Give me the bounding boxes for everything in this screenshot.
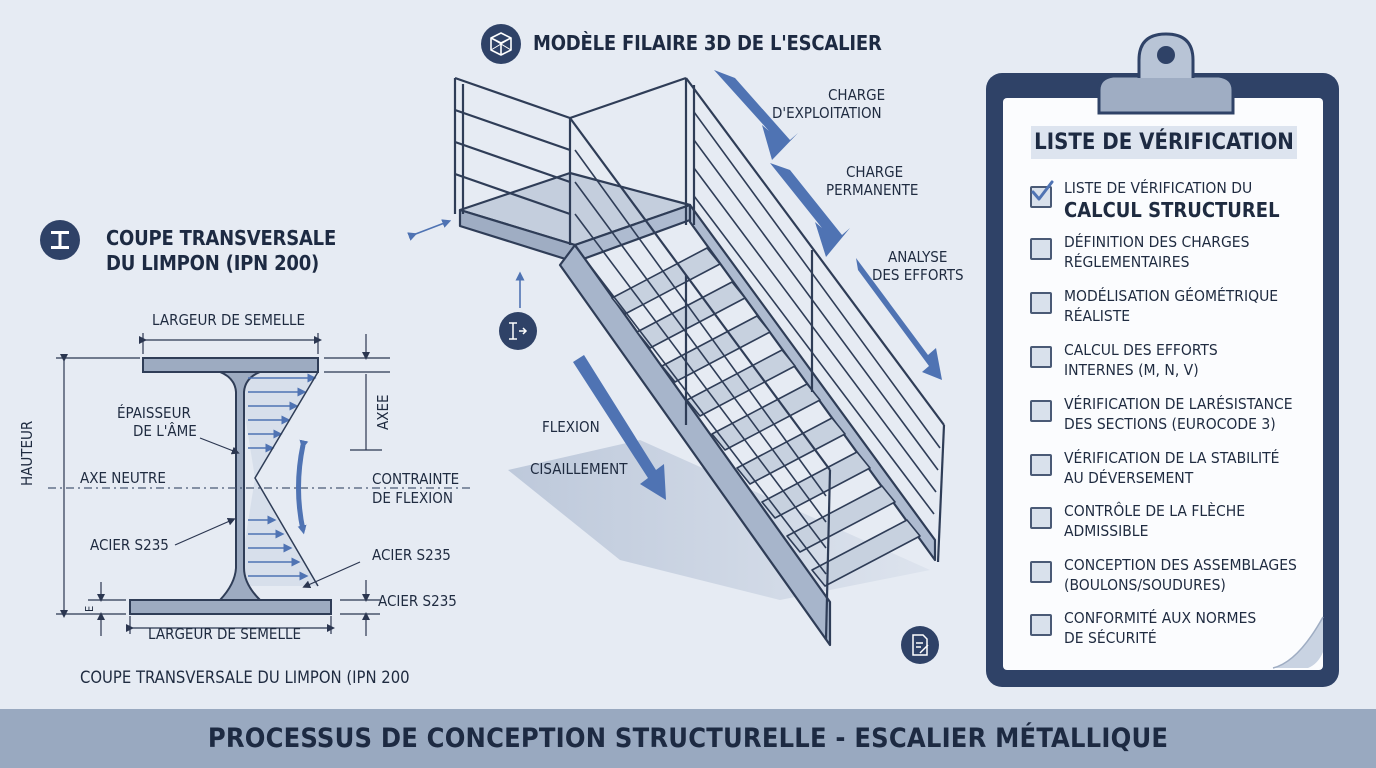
checkbox-unchecked[interactable] (1030, 238, 1052, 260)
footer-banner: PROCESSUS DE CONCEPTION STRUCTURELLE - E… (0, 709, 1376, 768)
i-beam-section (48, 357, 470, 615)
label-axe-neutre: AXE NEUTRE (80, 469, 166, 487)
checklist-item-line-1: CONTRÔLE DE LA FLÈCHE (1064, 502, 1246, 520)
arrow-charge-exploitation (714, 70, 798, 160)
check-icon (1031, 180, 1054, 201)
checklist-item-line-2: DES SECTIONS (EUROCODE 3) (1064, 415, 1276, 433)
label-charge-permanente-2: PERMANENTE (826, 181, 919, 199)
checklist-item[interactable]: DÉFINITION DES CHARGES RÉGLEMENTAIRES (1030, 232, 1320, 280)
checklist-item[interactable]: VÉRIFICATION DE LA STABILITÉ AU DÉVERSEME… (1030, 448, 1320, 496)
checklist-item-line-2: RÉALISTE (1064, 307, 1131, 325)
label-flexion: FLEXION (542, 418, 600, 436)
checklist-item[interactable]: CONTRÔLE DE LA FLÈCHE ADMISSIBLE (1030, 501, 1320, 549)
label-analyse-1: ANALYSE (888, 248, 948, 266)
section-dimensions (56, 333, 390, 636)
section-title-line-1: COUPE TRANSVERSALE (106, 226, 337, 250)
checklist-item[interactable]: CONFORMITÉ AUX NORMES DE SÉCURITÉ (1030, 608, 1320, 656)
checklist-item[interactable]: CALCUL DES EFFORTS INTERNES (M, N, V) (1030, 340, 1320, 388)
checklist-item-line-2: CALCUL STRUCTUREL (1064, 198, 1280, 222)
label-contrainte-1: CONTRAINTE (372, 470, 460, 488)
page-curl (1272, 616, 1324, 669)
beam-node-icon (509, 322, 528, 340)
label-largeur-top: LARGEUR DE SEMELLE (152, 311, 306, 329)
checklist-item-text: VÉRIFICATION DE LA STABILITÉ AU DÉVERSEME… (1064, 448, 1279, 488)
arrow-analyse-efforts (856, 258, 942, 380)
checklist-item-text: CONTRÔLE DE LA FLÈCHE ADMISSIBLE (1064, 501, 1245, 541)
checkbox-unchecked[interactable] (1030, 292, 1052, 314)
checkbox-unchecked[interactable] (1030, 614, 1052, 636)
checklist-item[interactable]: MODÉLISATION GÉOMÉTRIQUE RÉALISTE (1030, 286, 1320, 334)
label-epaisseur-2: DE L'ÂME (133, 422, 197, 440)
checklist-item-line-1: VÉRIFICATION DE LA STABILITÉ (1064, 449, 1280, 467)
section-title-line-2: DU LIMPON (IPN 200) (106, 251, 320, 275)
label-analyse-2: DES EFFORTS (872, 266, 964, 284)
checklist-item-line-1: DÉFINITION DES CHARGES (1064, 233, 1250, 251)
clipboard-clip-icon (1097, 32, 1235, 115)
label-hauteur: HAUTEUR (18, 420, 36, 486)
label-e: E (83, 605, 96, 612)
landing-dimensions (407, 219, 525, 308)
label-axee: AXEE (374, 394, 392, 430)
clipboard-paper (1003, 98, 1323, 670)
checklist-item-text: CONCEPTION DES ASSEMBLAGES (BOULONS/SOUDU… (1064, 555, 1297, 595)
checklist-title: LISTE DE VÉRIFICATION (1031, 126, 1297, 159)
floor-shadow (508, 440, 930, 600)
checklist-item-line-1: CALCUL DES EFFORTS (1064, 341, 1218, 359)
label-contrainte-2: DE FLEXION (372, 489, 453, 507)
report-badge (901, 626, 939, 664)
wireframe-title: MODÈLE FILAIRE 3D DE L'ESCALIER (533, 31, 882, 55)
node-detail-badge (499, 312, 537, 350)
checklist-item-text: DÉFINITION DES CHARGES RÉGLEMENTAIRES (1064, 232, 1249, 272)
cube-wireframe-badge (481, 24, 521, 64)
checklist-item[interactable]: VÉRIFICATION DE LARÉSISTANCE DES SECTIONS… (1030, 394, 1320, 442)
label-cisaillement: CISAILLEMENT (530, 460, 628, 478)
checklist-item-line-2: (BOULONS/SOUDURES) (1064, 576, 1226, 594)
checklist-item-line-1: LISTE DE VÉRIFICATION DU (1064, 179, 1253, 197)
label-charge-exploitation-1: CHARGE (828, 86, 886, 104)
checklist-item-text: MODÉLISATION GÉOMÉTRIQUE RÉALISTE (1064, 286, 1278, 326)
checklist-item-line-2: DE SÉCURITÉ (1064, 629, 1157, 647)
label-epaisseur-1: ÉPAISSEUR (117, 404, 191, 422)
stair-wireframe (453, 76, 946, 647)
checklist-item-line-1: CONFORMITÉ AUX NORMES (1064, 609, 1257, 627)
label-largeur-bottom: LARGEUR DE SEMELLE (148, 625, 302, 643)
checklist-item-line-1: VÉRIFICATION DE LARÉSISTANCE (1064, 395, 1293, 413)
document-edit-icon (912, 634, 929, 656)
checklist-item-text: VÉRIFICATION DE LARÉSISTANCE DES SECTIONS… (1064, 394, 1293, 434)
checklist-item-line-2: RÉGLEMENTAIRES (1064, 253, 1190, 271)
checkbox-unchecked[interactable] (1030, 400, 1052, 422)
checkbox-unchecked[interactable] (1030, 507, 1052, 529)
footer-title: PROCESSUS DE CONCEPTION STRUCTURELLE - E… (207, 723, 1169, 754)
checkbox-unchecked[interactable] (1030, 561, 1052, 583)
label-charge-permanente-1: CHARGE (846, 163, 904, 181)
checklist-item[interactable]: CONCEPTION DES ASSEMBLAGES (BOULONS/SOUDU… (1030, 555, 1320, 603)
checklist-item-line-2: ADMISSIBLE (1064, 522, 1149, 540)
arrow-flexion (573, 355, 666, 500)
cube-wireframe-icon (490, 32, 512, 56)
checklist-item-line-1: MODÉLISATION GÉOMÉTRIQUE (1064, 287, 1279, 305)
checkbox-unchecked[interactable] (1030, 454, 1052, 476)
checkbox-checked[interactable] (1030, 180, 1054, 208)
i-beam-badge (40, 220, 80, 260)
arrow-charge-permanente (770, 163, 850, 257)
checklist-item-text: CONFORMITÉ AUX NORMES DE SÉCURITÉ (1064, 608, 1256, 648)
i-beam-icon (51, 231, 69, 249)
load-arrows (573, 70, 942, 500)
label-acier-right: ACIER S235 (372, 546, 451, 564)
checklist-item-line-2: INTERNES (M, N, V) (1064, 361, 1199, 379)
checklist-item-text: CALCUL DES EFFORTS INTERNES (M, N, V) (1064, 340, 1218, 380)
label-charge-exploitation-2: D'EXPLOITATION (772, 104, 882, 122)
label-acier-bottom: ACIER S235 (378, 592, 457, 610)
checklist-item-line-1: CONCEPTION DES ASSEMBLAGES (1064, 556, 1297, 574)
section-caption: COUPE TRANSVERSALE DU LIMPON (IPN 200 (80, 668, 410, 687)
label-acier-left: ACIER S235 (90, 536, 169, 554)
checkbox-unchecked[interactable] (1030, 346, 1052, 368)
checklist-item-line-2: AU DÉVERSEMENT (1064, 469, 1194, 487)
